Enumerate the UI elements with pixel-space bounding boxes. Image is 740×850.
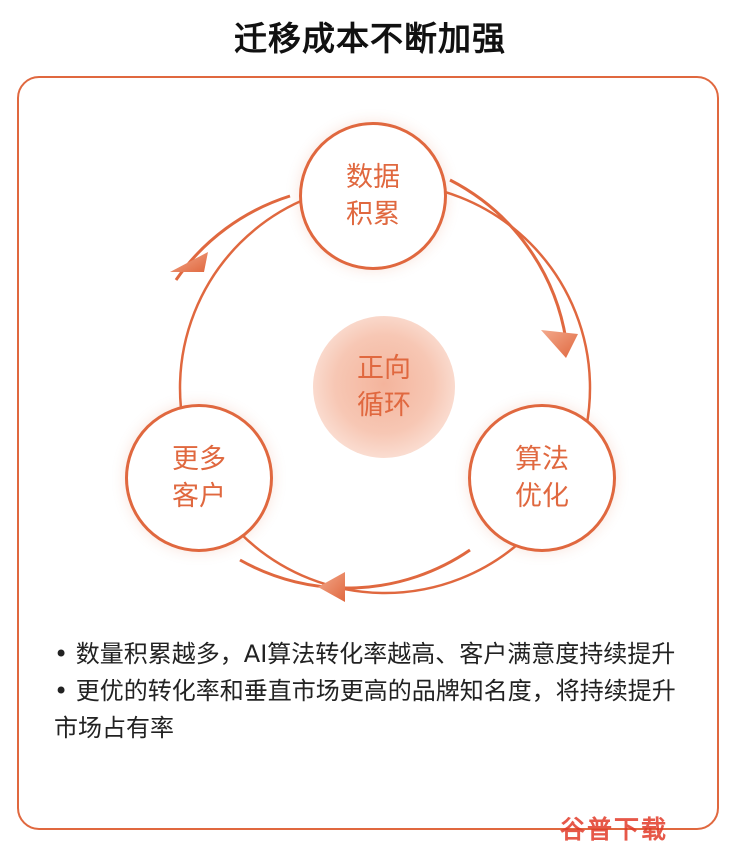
arc-bottom: [239, 548, 471, 590]
page-title: 迁移成本不断加强: [234, 19, 506, 58]
arrow-head-left: [170, 252, 208, 272]
arrow-head-bottom: [318, 572, 345, 602]
node-more-customers: 更多 客户: [125, 404, 273, 552]
center-node-positive-cycle: 正向 循环: [313, 316, 455, 458]
node-cust-line2: 客户: [172, 481, 226, 512]
node-data-line1: 数据: [346, 162, 400, 193]
node-data-accumulation: 数据 积累: [299, 122, 447, 270]
node-data-line2: 积累: [346, 199, 400, 230]
center-node-line1: 正向: [357, 353, 411, 384]
node-algo-line2: 优化: [515, 481, 569, 512]
node-cust-line1: 更多: [172, 444, 226, 475]
bullet-item: • 更优的转化率和垂直市场更高的品牌知名度，将持续提升市场占有率: [54, 677, 676, 742]
bullet-list: • 数量积累越多，AI算法转化率越高、客户满意度持续提升 • 更优的转化率和垂直…: [54, 636, 694, 747]
arrow-head-right: [541, 330, 578, 358]
node-algo-line1: 算法: [515, 444, 569, 475]
watermark-logo: 谷普下载: [560, 815, 669, 844]
node-algorithm-optimization: 算法 优化: [468, 404, 616, 552]
center-node-line2: 循环: [357, 390, 411, 421]
bullet-item: • 数量积累越多，AI算法转化率越高、客户满意度持续提升: [54, 640, 676, 668]
arc-top-right: [449, 178, 568, 341]
